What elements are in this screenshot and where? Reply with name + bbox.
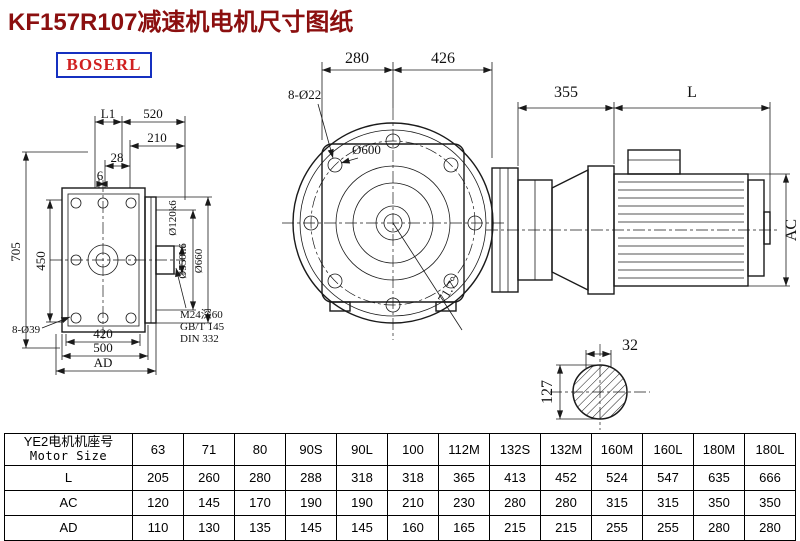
shaft-section-view: 32 127: [539, 337, 650, 430]
dimension-value-cell: 318: [336, 464, 388, 491]
motor-size-column-header: 160L: [642, 433, 694, 466]
motor-size-column-header: 80: [234, 433, 286, 466]
dimension-row-label: AC: [4, 489, 133, 516]
gearbox-front-view: 71.7° 280 426 8-Ø22 Ø600: [282, 50, 504, 340]
motor-size-column-header: 180L: [744, 433, 796, 466]
motor-size-column-header: 180M: [693, 433, 745, 466]
dimension-value-cell: 280: [489, 489, 541, 516]
dim-127-label: 127: [539, 380, 556, 404]
dim-420-label: 420: [93, 326, 113, 341]
dim-520-label: 520: [143, 106, 163, 121]
dim-outer-dia-label: Ø660: [193, 248, 205, 273]
motor-size-column-header: 160M: [591, 433, 643, 466]
dim-l1-label: L1: [101, 106, 115, 121]
dim-8xd22-label: 8-Ø22: [288, 87, 321, 102]
dimension-value-cell: 230: [438, 489, 490, 516]
dim-28-label: 28: [111, 150, 124, 165]
motor-size-column-header: 132S: [489, 433, 541, 466]
dim-d600-label: Ø600: [352, 142, 381, 157]
dimension-value-cell: 318: [387, 464, 439, 491]
dimension-value-cell: 255: [591, 514, 643, 541]
dimension-value-cell: 280: [540, 489, 592, 516]
dimension-value-cell: 190: [285, 489, 337, 516]
dimension-value-cell: 547: [642, 464, 694, 491]
dim-ad-label: AD: [94, 355, 113, 370]
dimension-value-cell: 130: [183, 514, 235, 541]
dimension-value-cell: 350: [744, 489, 796, 516]
motor-size-column-header: 63: [132, 433, 184, 466]
dimension-value-cell: 315: [591, 489, 643, 516]
motor-size-column-header: 90S: [285, 433, 337, 466]
dimension-value-cell: 135: [234, 514, 286, 541]
dimension-value-cell: 190: [336, 489, 388, 516]
dim-705-label: 705: [8, 242, 23, 262]
dimension-value-cell: 413: [489, 464, 541, 491]
dimension-value-cell: 452: [540, 464, 592, 491]
dimension-value-cell: 350: [693, 489, 745, 516]
motor-size-column-header: 90L: [336, 433, 388, 466]
dimension-value-cell: 120: [132, 489, 184, 516]
motor-size-column-header: 112M: [438, 433, 490, 466]
dim-6-label: 6: [97, 168, 104, 183]
dim-450-label: 450: [33, 251, 48, 271]
dimension-value-cell: 524: [591, 464, 643, 491]
dimension-value-cell: 280: [234, 464, 286, 491]
dimension-value-cell: 145: [285, 514, 337, 541]
technical-drawing: L1 520 210 28 6 705 450 420: [8, 50, 800, 430]
motor-size-column-header: 71: [183, 433, 235, 466]
dim-32-label: 32: [622, 337, 638, 354]
dimension-value-cell: 215: [540, 514, 592, 541]
boserl-logo-text: BOSERL: [66, 55, 142, 74]
dimension-row-label: AD: [4, 514, 133, 541]
dim-flange-dia-label: Ø550h6: [177, 243, 189, 279]
dimension-value-cell: 145: [336, 514, 388, 541]
dimension-value-cell: 165: [438, 514, 490, 541]
dimension-row-label: L: [4, 464, 133, 491]
dimension-value-cell: 215: [489, 514, 541, 541]
dimension-value-cell: 170: [234, 489, 286, 516]
dim-shaft-dia-label: Ø120k6: [167, 200, 179, 236]
gearbox-side-view: L1 520 210 28 6 705 450 420: [8, 106, 225, 375]
dimension-value-cell: 280: [693, 514, 745, 541]
dim-8xd39-label: 8-Ø39: [12, 324, 41, 336]
page-title: KF157R107减速机电机尺寸图纸: [8, 9, 354, 36]
dimension-value-cell: 160: [387, 514, 439, 541]
dimension-value-cell: 110: [132, 514, 184, 541]
tap-spec-1: M24深60: [180, 308, 223, 321]
dimension-value-cell: 205: [132, 464, 184, 491]
tap-spec-3: DIN 332: [180, 333, 219, 345]
motor-size-column-header: 100: [387, 433, 439, 466]
dimension-value-cell: 280: [744, 514, 796, 541]
motor-side-view: 355 L AC: [486, 84, 800, 295]
dim-280-label: 280: [345, 50, 369, 67]
dimension-value-cell: 635: [693, 464, 745, 491]
dimension-value-cell: 260: [183, 464, 235, 491]
dimension-value-cell: 365: [438, 464, 490, 491]
dim-l-label: L: [687, 84, 697, 101]
dimension-value-cell: 145: [183, 489, 235, 516]
dim-500-label: 500: [93, 340, 113, 355]
dimension-value-cell: 288: [285, 464, 337, 491]
dim-ac-label: AC: [783, 219, 800, 241]
dim-210-label: 210: [147, 130, 167, 145]
boserl-logo: BOSERL: [56, 52, 152, 78]
dimension-value-cell: 255: [642, 514, 694, 541]
tap-spec-2: GB/T 145: [180, 321, 225, 333]
dim-426-label: 426: [431, 50, 455, 67]
dimension-value-cell: 210: [387, 489, 439, 516]
dimension-value-cell: 315: [642, 489, 694, 516]
motor-size-column-header: 132M: [540, 433, 592, 466]
dim-355-label: 355: [554, 84, 578, 101]
dimension-value-cell: 666: [744, 464, 796, 491]
